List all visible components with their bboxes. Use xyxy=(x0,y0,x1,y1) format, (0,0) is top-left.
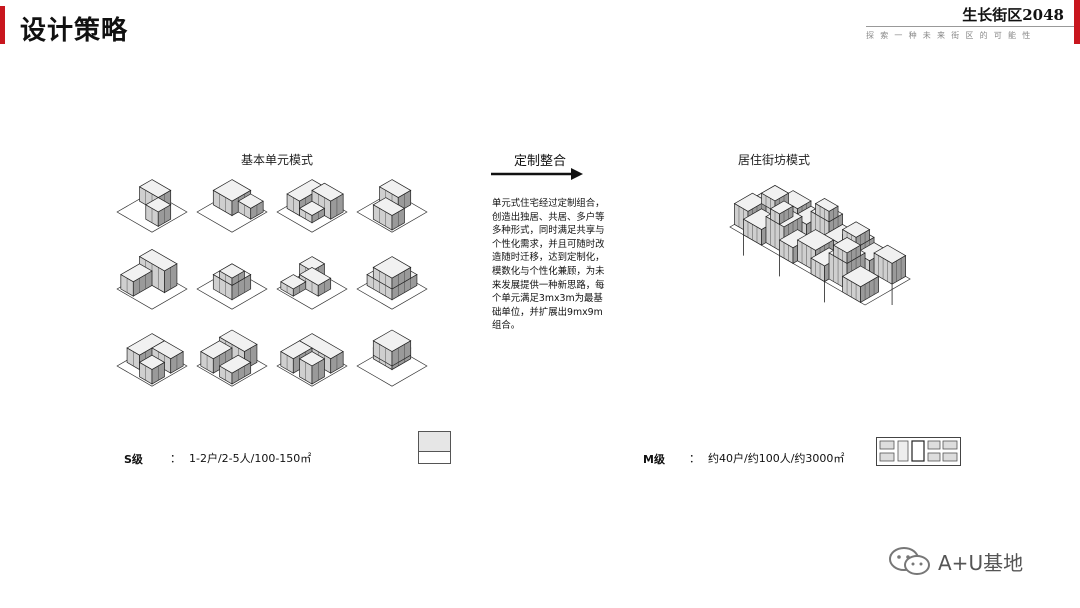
m-level-colon: ： xyxy=(689,452,700,465)
strategy-description: 单元式住宅经过定制组合，创造出独居、共居、多户等多种形式，同时满足共享与个性化需… xyxy=(492,198,605,332)
m-level-code: M级 xyxy=(643,453,665,466)
s-level-colon: ： xyxy=(170,452,181,465)
brand-divider xyxy=(866,26,1074,27)
unit-diagram-grid xyxy=(116,179,428,387)
unit-diagram xyxy=(116,248,188,310)
watermark-text: A+U基地 xyxy=(938,550,1024,575)
unit-diagram xyxy=(356,256,428,310)
unit-diagram xyxy=(196,329,268,387)
right-arrow-icon xyxy=(491,168,583,180)
unit-diagram xyxy=(276,256,348,310)
unit-diagram xyxy=(116,333,188,387)
s-unit-plan-icon xyxy=(418,431,451,464)
block-axonometric-diagram xyxy=(729,184,911,306)
s-level-value: 1-2户/2-5人/100-150㎡ xyxy=(189,452,312,465)
m-block-plan-icon xyxy=(876,437,961,466)
m-level-value: 约40户/约100人/约3000㎡ xyxy=(708,452,845,465)
basic-unit-title: 基本单元模式 xyxy=(241,153,314,167)
brand-subtitle: 探索一种未来街区的可能性 xyxy=(866,31,1037,40)
title-accent-bar xyxy=(0,6,5,44)
unit-diagram xyxy=(276,179,348,233)
unit-diagram xyxy=(356,329,428,387)
unit-diagram xyxy=(196,179,268,233)
block-mode-title: 居住街坊模式 xyxy=(738,153,811,167)
brand-title: 生长街区2048 xyxy=(962,6,1064,24)
watermark: A+U基地 xyxy=(888,546,1023,576)
arrow-label: 定制整合 xyxy=(514,154,567,169)
brand-accent-block xyxy=(1074,0,1080,44)
unit-diagram xyxy=(276,333,348,387)
unit-diagram xyxy=(116,179,188,233)
block-massing xyxy=(729,184,911,306)
unit-diagram xyxy=(196,263,268,310)
wechat-icon xyxy=(889,547,930,575)
s-level-code: S级 xyxy=(124,453,143,466)
unit-diagram xyxy=(356,179,428,233)
page-title: 设计策略 xyxy=(20,16,129,46)
